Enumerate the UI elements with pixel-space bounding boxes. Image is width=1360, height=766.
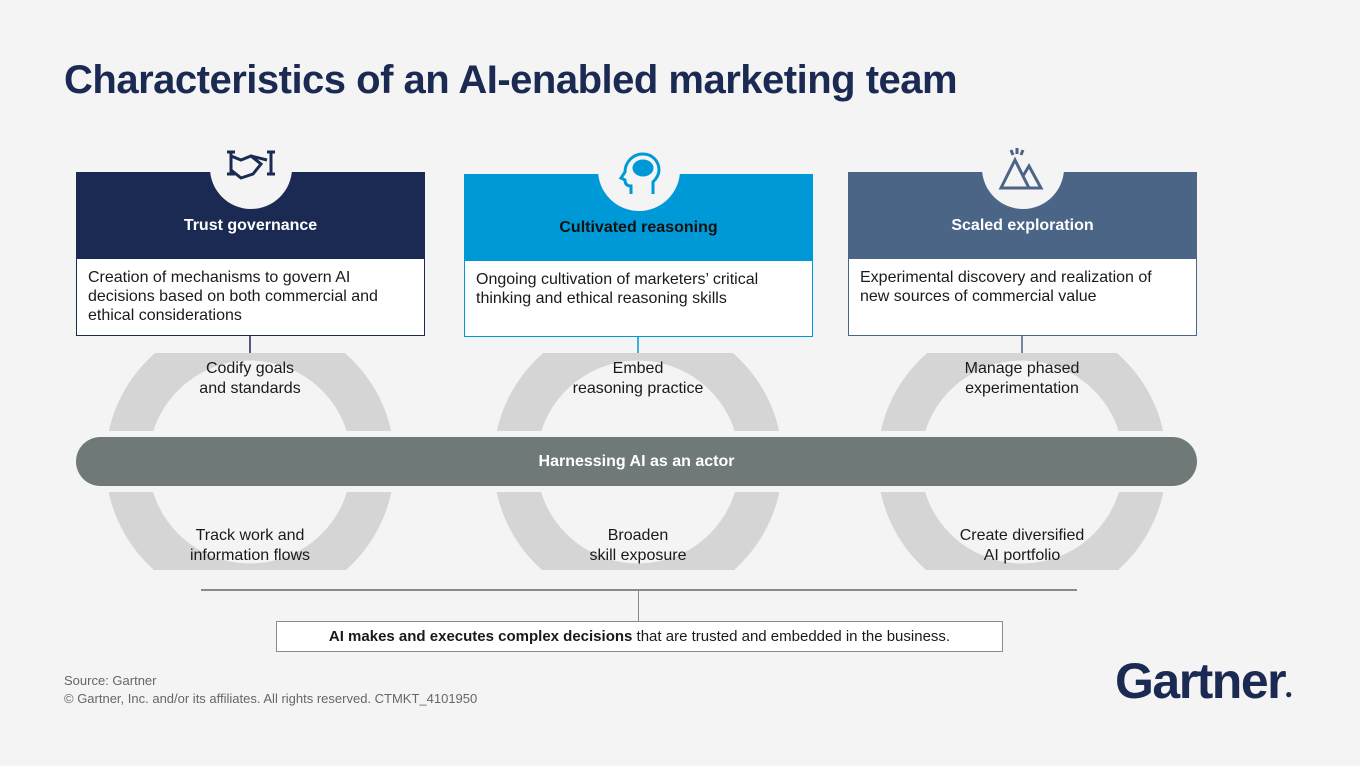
practice-broaden-skills: Broaden skill exposure — [589, 527, 687, 564]
pillar-cultivated-reasoning: Cultivated reasoning Ongoing cultivation… — [464, 152, 813, 337]
bar-label: Harnessing AI as an actor — [538, 452, 735, 470]
outcome-connector — [638, 590, 639, 621]
handshake-icon — [226, 150, 275, 180]
brain-head-icon — [618, 152, 661, 194]
outcome-rest: that are trusted and embedded in the bus… — [632, 628, 951, 645]
source-text: Source: Gartner — [64, 673, 157, 688]
pillar-trust-governance: Trust governance Creation of mechanisms … — [76, 150, 425, 336]
practice-diversified-portfolio: Create diversified AI portfolio — [959, 527, 1085, 564]
pillar-heading: Cultivated reasoning — [559, 219, 718, 236]
footer: Source: Gartner © Gartner, Inc. and/or i… — [64, 672, 477, 708]
pillar-description: Ongoing cultivation of marketers’ critic… — [464, 261, 813, 337]
divider-line — [201, 589, 1077, 591]
practice-manage-experimentation: Manage phased experimentation — [964, 360, 1080, 397]
outcome-bold: AI makes and executes complex decisions — [328, 628, 633, 645]
pillar-header: Cultivated reasoning — [464, 174, 813, 261]
page-title: Characteristics of an AI-enabled marketi… — [64, 58, 958, 102]
harnessing-ai-bar: Harnessing AI as an actor — [76, 437, 1197, 486]
logo-text: Gartner — [1115, 653, 1287, 709]
pillar-heading: Trust governance — [183, 217, 318, 234]
practice-track-work: Track work and information flows — [189, 527, 311, 564]
pillar-scaled-exploration: Scaled exploration Experimental discover… — [848, 148, 1197, 336]
practice-codify-goals: Codify goals and standards — [199, 360, 301, 397]
pillar-description: Creation of mechanisms to govern AI deci… — [76, 259, 425, 336]
pillar-description: Experimental discovery and realization o… — [848, 259, 1197, 336]
pillar-header: Trust governance — [76, 172, 425, 259]
practice-embed-reasoning: Embed reasoning practice — [572, 360, 704, 397]
outcome-box: AI makes and executes complex decisions … — [276, 621, 1003, 652]
copyright-text: © Gartner, Inc. and/or its affiliates. A… — [64, 691, 478, 706]
mountains-icon — [998, 148, 1044, 190]
pillar-heading: Scaled exploration — [951, 217, 1094, 234]
gartner-logo: Gartner● — [1115, 653, 1292, 709]
